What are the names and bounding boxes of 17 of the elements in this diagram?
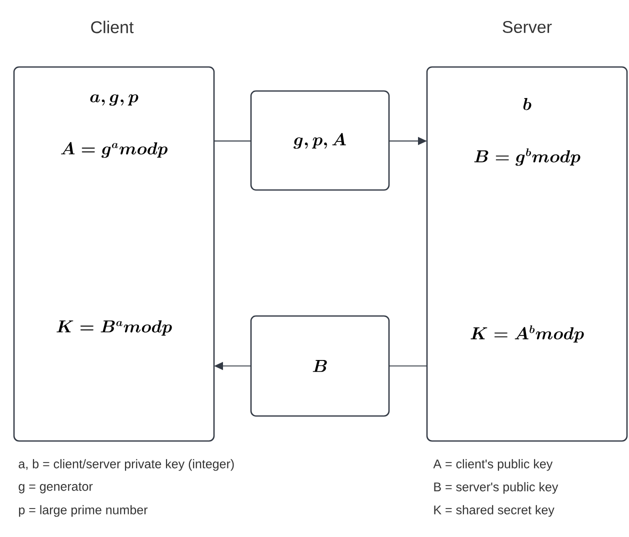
- note: B = server's public key: [434, 482, 558, 494]
- box-title: Server: [502, 20, 552, 34]
- note: A = client's public key: [433, 459, 553, 471]
- note: a, b = client/server private key (integer): [18, 459, 234, 471]
- formula: $B$: [312, 360, 327, 372]
- note: g = generator: [18, 482, 93, 494]
- formula: $K = B^{a} mod p$: [56, 320, 172, 336]
- formula: $b$: [523, 98, 532, 110]
- box-title: Client: [91, 20, 134, 34]
- formula: $g, p, A$: [294, 132, 346, 149]
- note: p = large prime number: [19, 505, 148, 517]
- formula: $A = g^{a} mod p$: [61, 142, 168, 158]
- formula: $B = g^{b} mod p$: [474, 148, 580, 166]
- connector-line: [214, 140, 252, 142]
- formula: $K = A^{b} mod p$: [470, 325, 584, 343]
- note: K = shared secret key: [434, 505, 554, 517]
- formula: $a, g, p$: [90, 94, 138, 106]
